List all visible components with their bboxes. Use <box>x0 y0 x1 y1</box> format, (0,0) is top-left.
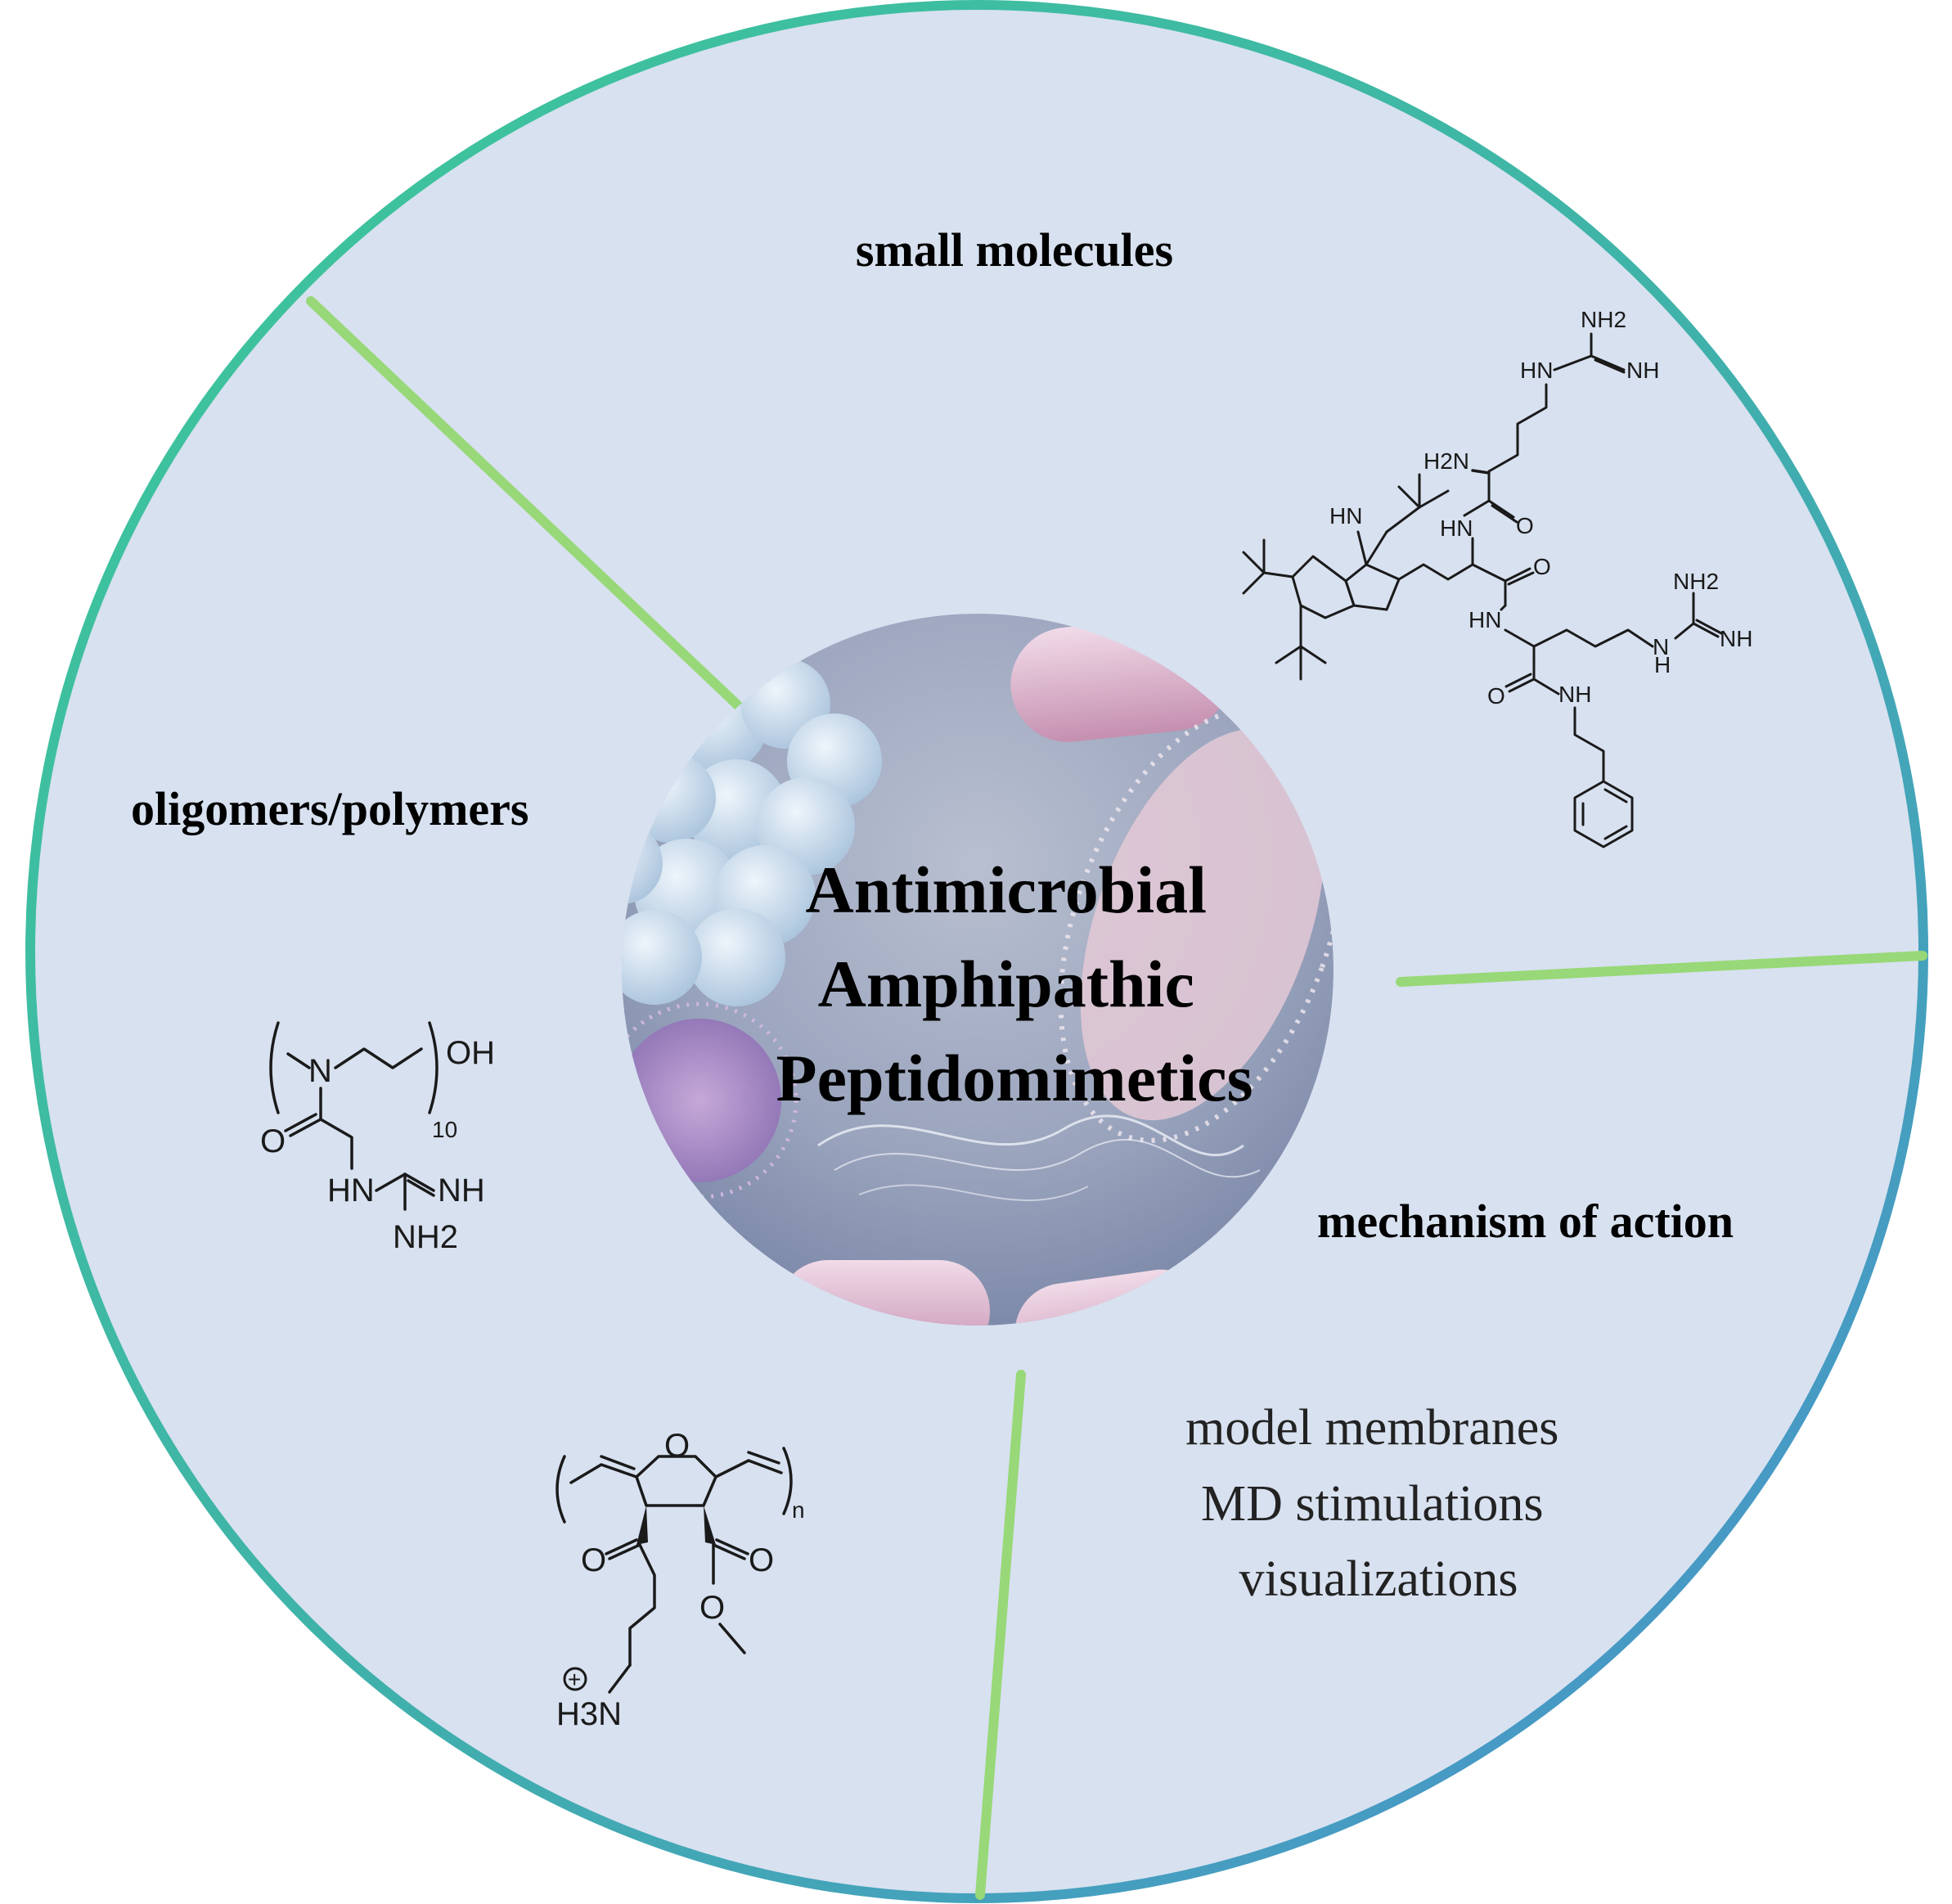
atom-label: H <box>1654 652 1671 677</box>
atom-label: + <box>568 1667 581 1692</box>
atom-label: NH <box>438 1173 485 1209</box>
atom-label: N <box>1653 634 1669 659</box>
atom-label: HN <box>327 1173 375 1209</box>
center-title-line-3: Peptidomimetics <box>776 1041 1253 1115</box>
divider-right <box>1396 951 1927 987</box>
polymer-structure: O n O H3N + O O <box>555 1428 805 1732</box>
atom-label: NH2 <box>393 1219 458 1255</box>
atom-label: O <box>1533 554 1551 579</box>
mechanism-item-2: MD stimulations <box>1201 1476 1544 1532</box>
atom-label: OH <box>446 1035 495 1071</box>
atom-label: n <box>792 1497 805 1523</box>
divider-top-left <box>306 296 745 713</box>
atom-label: 10 <box>432 1117 457 1142</box>
section-label-oligomers-polymers: oligomers/polymers <box>131 782 528 835</box>
atom-label: NH2 <box>1581 307 1626 332</box>
center-title-line-1: Antimicrobial <box>806 853 1207 927</box>
mechanism-item-1: model membranes <box>1185 1400 1558 1456</box>
atom-label: O <box>1516 513 1534 538</box>
atom-label: NH <box>1558 682 1591 707</box>
atom-label: HN <box>1468 607 1501 632</box>
atom-label: O <box>664 1428 690 1464</box>
atom-label: HN <box>1520 358 1553 383</box>
atom-label: NH <box>1720 626 1752 651</box>
atom-label: NH2 <box>1673 569 1719 594</box>
atom-label: O <box>749 1542 774 1578</box>
mechanism-items: model membranes MD stimulations visualiz… <box>1185 1400 1572 1607</box>
atom-label: N <box>308 1053 332 1089</box>
atom-label: O <box>699 1590 725 1626</box>
center-title: Antimicrobial Amphipathic Peptidomimetic… <box>776 853 1253 1115</box>
atom-label: H2N <box>1424 448 1469 474</box>
atom-label: O <box>1487 683 1505 709</box>
section-label-mechanism-of-action: mechanism of action <box>1317 1195 1734 1248</box>
section-label-small-molecules: small molecules <box>856 223 1173 277</box>
peptoid-structure: N OH 10 O HN NH NH2 <box>260 1021 495 1255</box>
atom-label: NH <box>1626 358 1659 383</box>
divider-bottom <box>975 1370 1026 1900</box>
atom-label: H3N <box>556 1696 622 1732</box>
atom-label: O <box>581 1542 606 1578</box>
atom-label: O <box>260 1123 286 1159</box>
mechanism-item-3: visualizations <box>1239 1551 1518 1607</box>
atom-label: HN <box>1440 515 1473 541</box>
small-molecule-structure: NH2 HN NH H2N O HN O HN <box>1242 307 1752 848</box>
center-title-line-2: Amphipathic <box>818 947 1194 1021</box>
atom-label: HN <box>1329 503 1362 529</box>
